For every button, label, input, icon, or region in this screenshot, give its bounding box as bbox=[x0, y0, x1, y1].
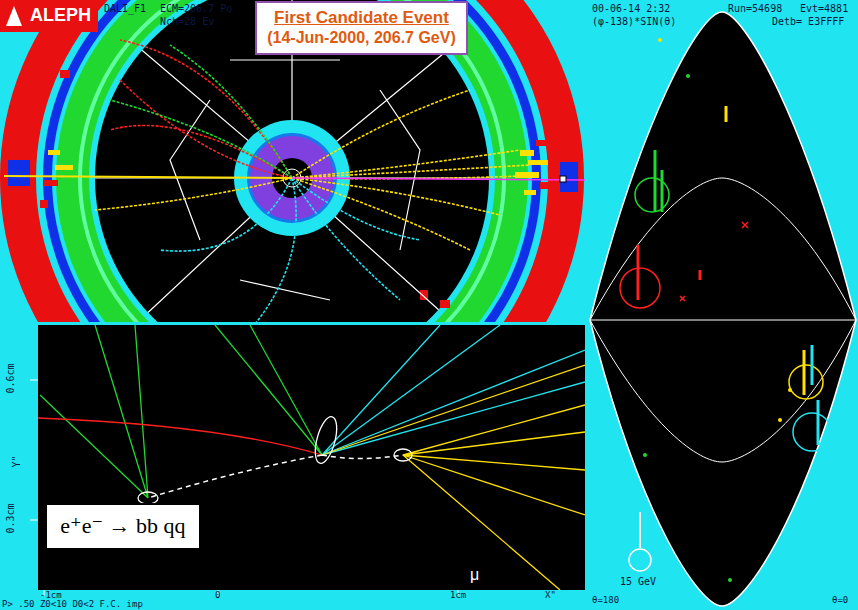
axis-tick: 0 bbox=[215, 591, 220, 601]
axis-name: Y" bbox=[11, 455, 22, 467]
scale-label: 15 GeV bbox=[620, 576, 656, 587]
box-heading: First Candidate Event bbox=[266, 8, 457, 28]
axis-tick: 0.6cm bbox=[5, 363, 16, 393]
date-time: 00-06-14 2:32 bbox=[592, 3, 670, 14]
header-field: Nch=28 Ev bbox=[160, 16, 214, 27]
axis-end: θ=180 bbox=[592, 596, 619, 606]
title-box: First Candidate Event(14-Jun-2000, 206.7… bbox=[255, 1, 468, 55]
reaction-box: e⁺e⁻ → bb qq bbox=[45, 503, 201, 550]
event-number: Evt=4881 bbox=[800, 3, 848, 14]
axis-tick: 1cm bbox=[450, 591, 466, 601]
run-number: Run=54698 bbox=[728, 3, 782, 14]
axis-end: θ=0 bbox=[832, 596, 848, 606]
box-heading: e⁺e⁻ → bb qq bbox=[59, 513, 187, 539]
cut-settings: P> .50 Z0<10 D0<2 F.C. imp bbox=[2, 600, 143, 610]
header-field: ECM=206.7 Po bbox=[160, 3, 232, 14]
axis-name: X" bbox=[545, 591, 556, 601]
axis-title: (φ-138)*SIN(θ) bbox=[592, 16, 676, 27]
program-name: DALI_F1 bbox=[104, 3, 146, 14]
logo-text: ALEPH bbox=[30, 6, 91, 26]
axis-tick: 0.3cm bbox=[5, 503, 16, 533]
box-subheading: (14-Jun-2000, 206.7 GeV) bbox=[266, 28, 457, 47]
detector-status: Detb= E3FFFF bbox=[772, 16, 844, 27]
particle-label: μ bbox=[470, 566, 479, 584]
